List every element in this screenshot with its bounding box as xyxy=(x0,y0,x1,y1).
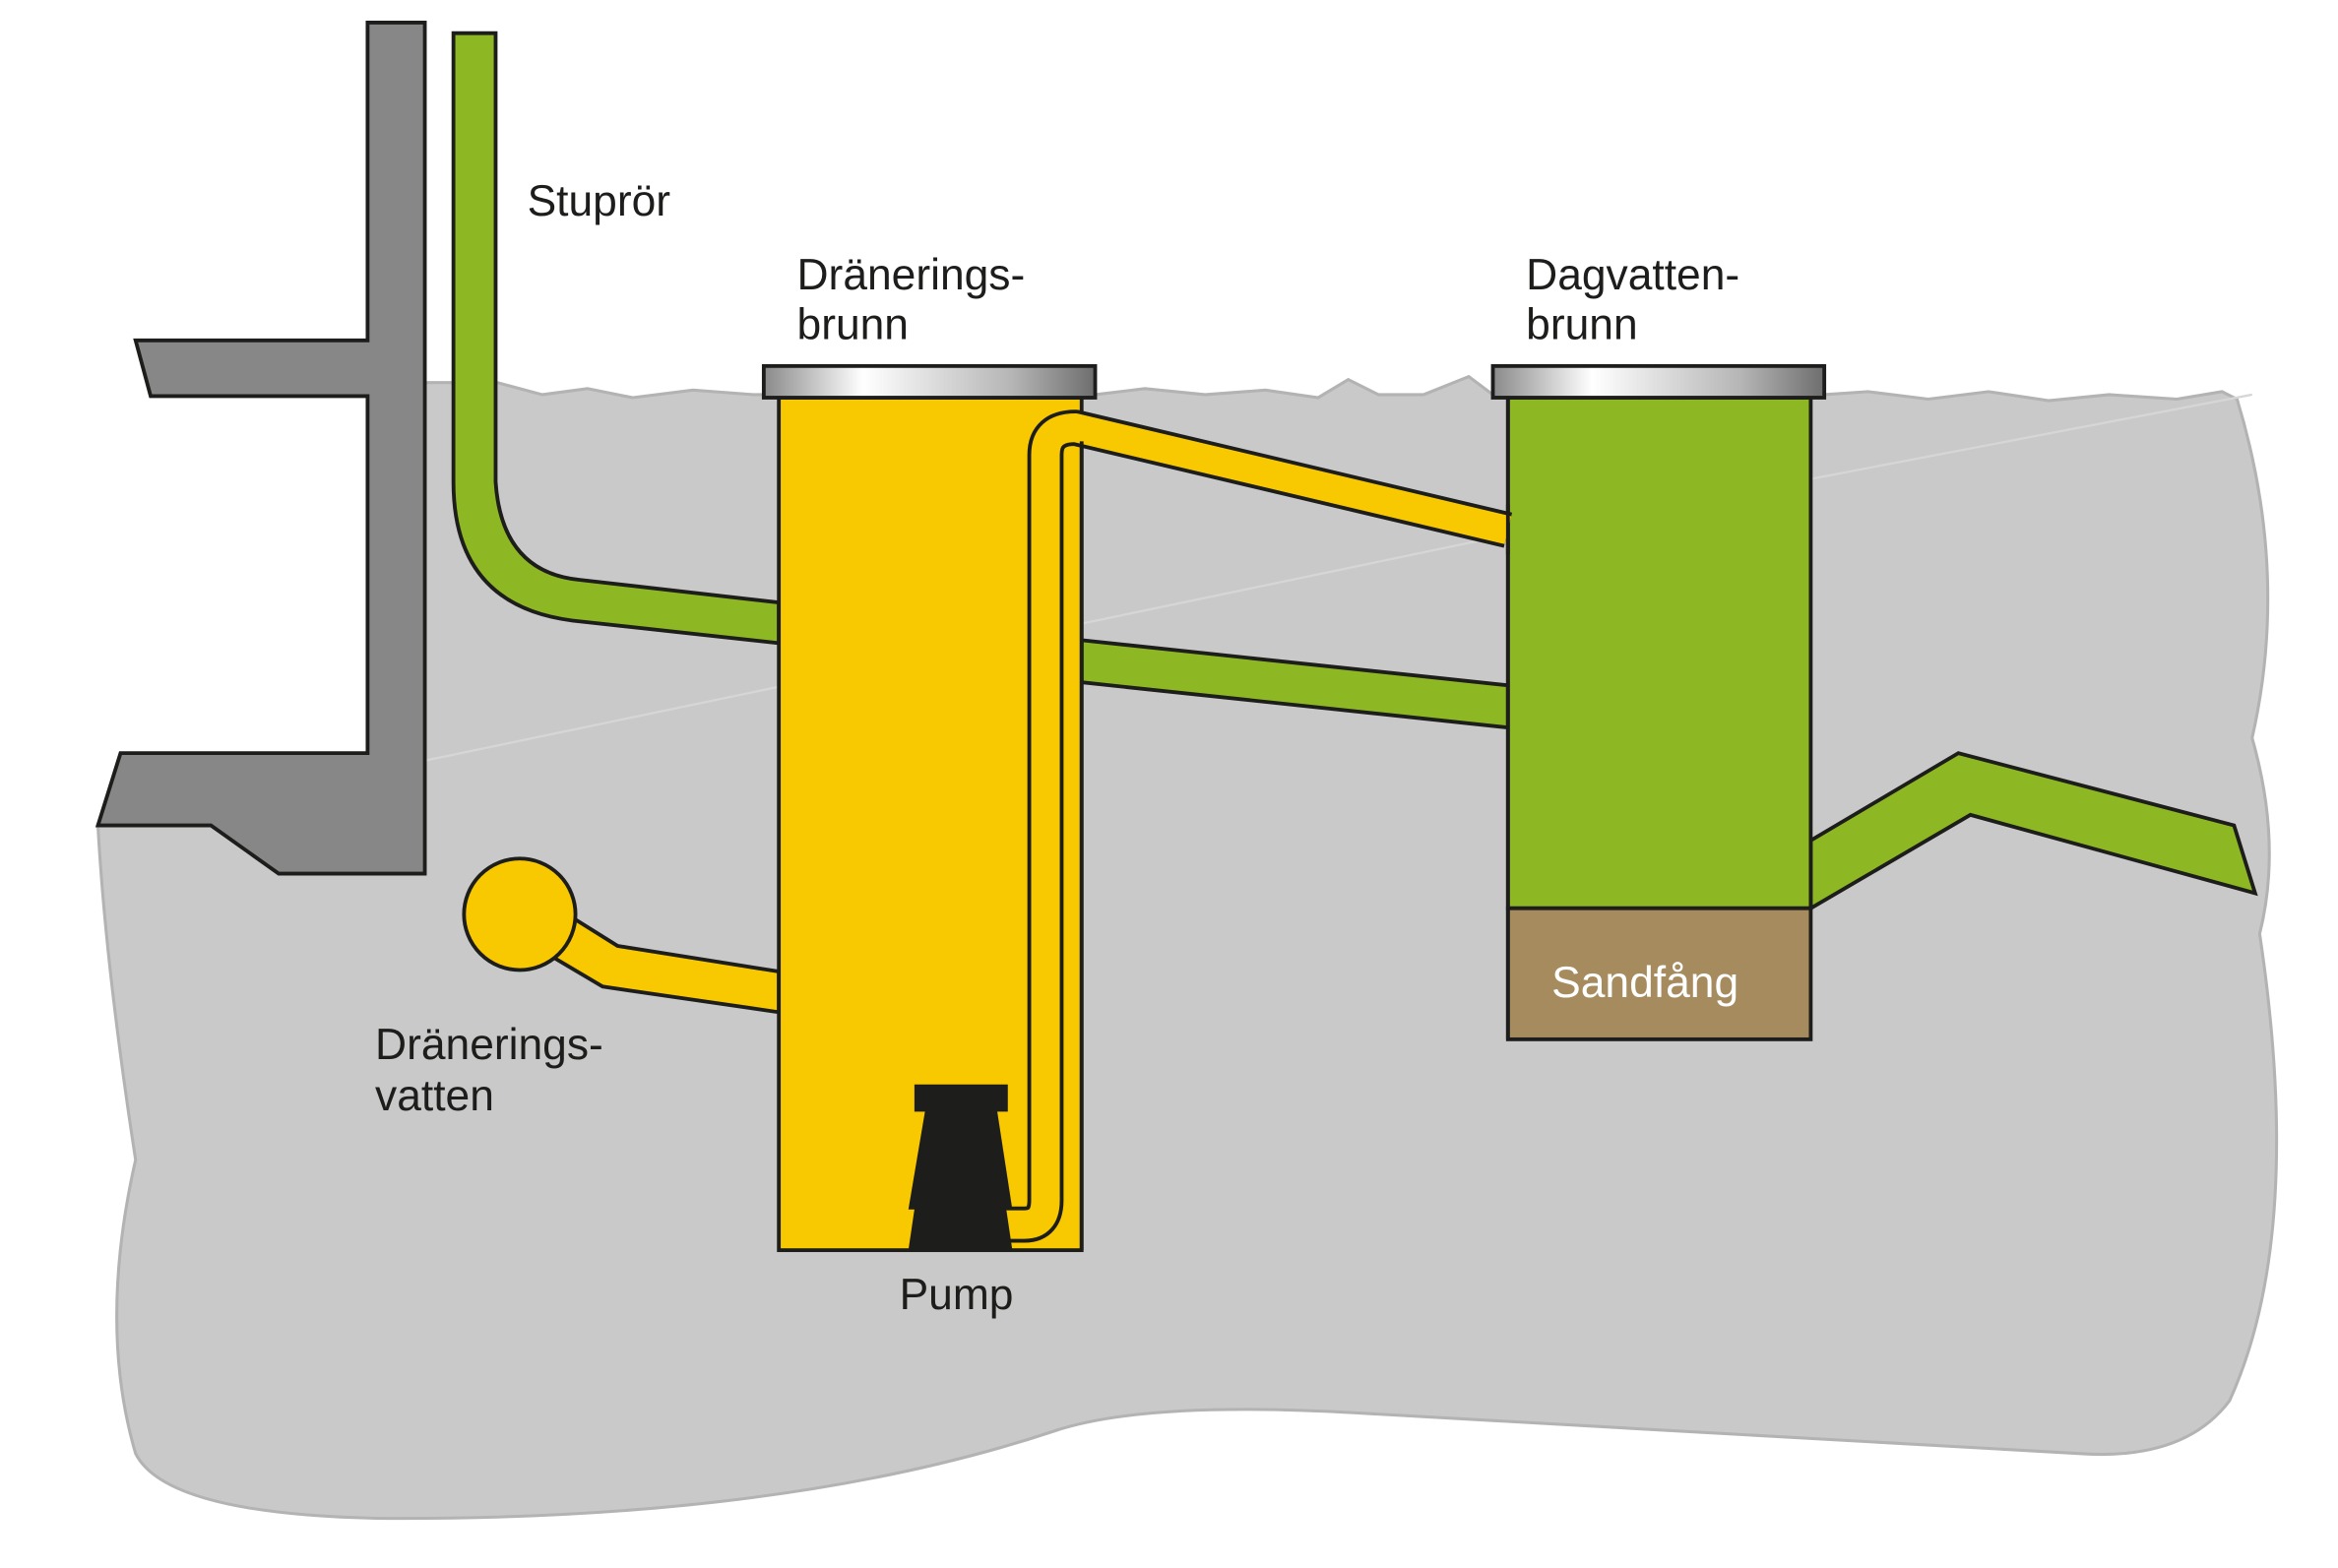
storm-water-well-lid xyxy=(1490,363,1827,400)
label-storm-well-line2: brunn xyxy=(1526,300,1637,348)
label-drain-water-line2: vatten xyxy=(375,1072,494,1120)
label-storm-well-line1: Dagvatten- xyxy=(1526,251,1739,299)
storm-water-well xyxy=(1505,396,1813,910)
label-drainage-well-line1: Dränerings- xyxy=(797,251,1026,299)
label-downpipe: Stuprör xyxy=(528,177,671,225)
label-sand-trap: Sandfång xyxy=(1551,959,1738,1007)
downpipe xyxy=(451,31,782,646)
label-drain-water-line1: Dränerings- xyxy=(375,1021,603,1069)
drainage-pipe-end xyxy=(462,856,578,972)
label-drainage-well-line2: brunn xyxy=(797,300,909,348)
drainage-well-lid xyxy=(761,363,1098,400)
house-foundation-wall xyxy=(95,21,427,876)
label-pump: Pump xyxy=(900,1271,1014,1319)
pump xyxy=(908,1084,1013,1251)
sand-trap xyxy=(1505,906,1813,1041)
